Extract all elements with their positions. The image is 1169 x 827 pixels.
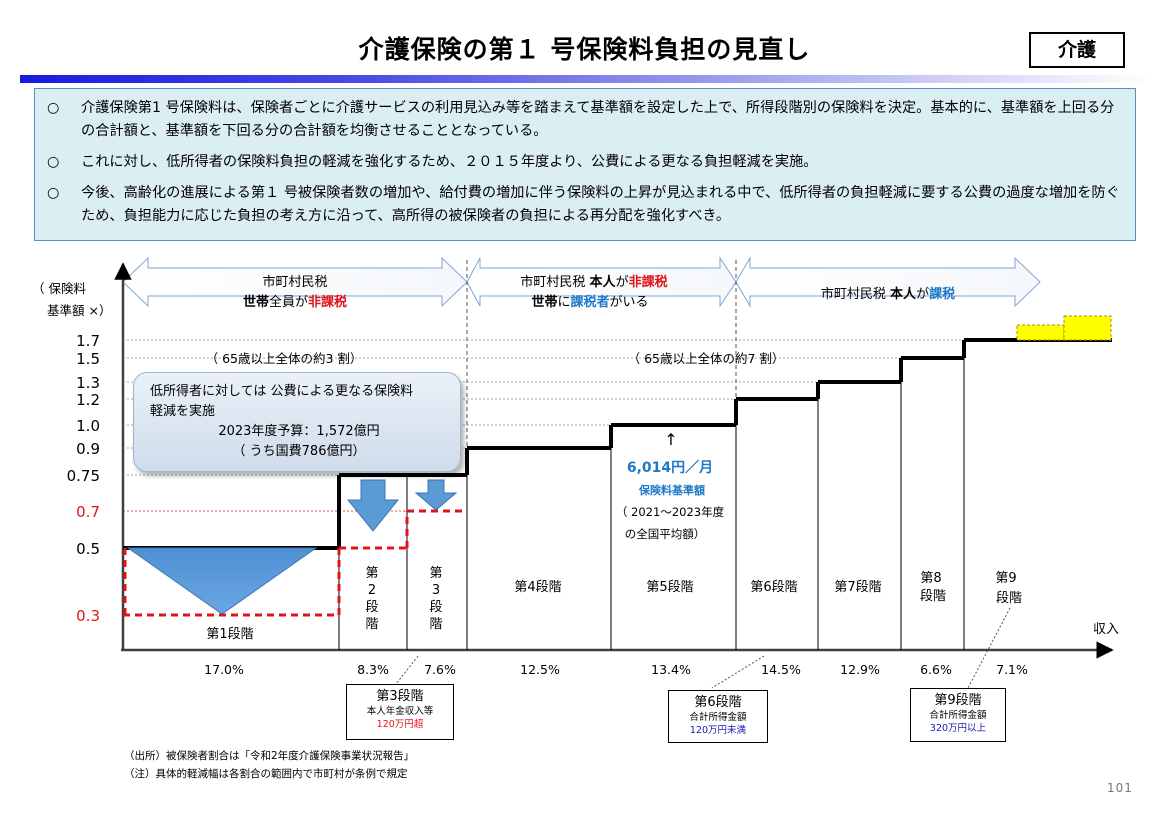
stage-label-9a: 第9 <box>995 571 1016 586</box>
page-title: 介護保険の第１ 号保険料負担の見直し <box>358 35 811 64</box>
share-4: 12.5% <box>520 662 560 677</box>
svg-text:2: 2 <box>368 583 376 598</box>
title-gradient-bar <box>20 75 1150 83</box>
svg-text:階: 階 <box>365 617 378 632</box>
svg-text:階: 階 <box>429 617 442 632</box>
y-tick-0: 1.7 <box>76 332 100 350</box>
stage-label-2: 第 2 段 階 <box>365 566 378 632</box>
summary-bullet-1: ○介護保険第1 号保険料は、保険者ごとに介護サービスの利用見込み等を踏まえて基準… <box>47 100 1115 139</box>
standard-period-2: の全国平均額） <box>625 527 706 541</box>
stage-columns <box>123 338 1112 650</box>
stage-label-3: 第 3 段 階 <box>429 566 442 632</box>
standard-arrow-icon: ↑ <box>664 430 677 449</box>
reduction-arrow-stage2 <box>346 479 400 532</box>
page-number: 101 <box>1107 781 1133 795</box>
standard-period-1: （ 2021～2023年度 <box>616 505 725 519</box>
y-tick-8: 0.5 <box>76 540 100 558</box>
share-1: 17.0% <box>204 662 244 677</box>
y-axis-label-1: （ 保険料 <box>32 281 86 296</box>
summary-box: ○介護保険第1 号保険料は、保険者ごとに介護サービスの利用見込み等を踏まえて基準… <box>34 88 1136 241</box>
group-2-line2: 世帯に課税者がいる <box>531 294 648 310</box>
summary-bullet-2: ○これに対し、低所得者の保険料負担の軽減を強化するため、２０１５年度より、公費に… <box>47 154 818 170</box>
share-8: 6.6% <box>920 662 952 677</box>
stage-label-4: 第4段階 <box>514 580 561 595</box>
y-tick-1: 1.5 <box>76 350 100 368</box>
subsidy-callout: 低所得者に対しては 公費による更なる保険料 軽減を実施 2023年度予算：1,5… <box>133 372 461 472</box>
summary-bullet-3: ○今後、高齢化の進展による第１ 号被保険者数の増加や、給付費の増加に伴う保険料の… <box>47 185 1120 224</box>
group-1-line1: 市町村民税 <box>262 274 327 290</box>
standard-label: 保険料基準額 <box>638 483 705 497</box>
info-box-stage9: 第9段階 合計所得金額 320万円以上 <box>910 688 1006 742</box>
stage-label-6: 第6段階 <box>750 580 797 595</box>
callout-line-4: （ うち国費786億円） <box>232 444 366 459</box>
share-9: 7.1% <box>996 662 1028 677</box>
reduction-arrow-stage3 <box>414 479 458 511</box>
group-1-line2: 世帯全員が非課税 <box>243 294 347 310</box>
svg-text:3: 3 <box>432 583 440 598</box>
stage-label-9b: 段階 <box>996 591 1022 606</box>
callout-line-2: 軽減を実施 <box>150 404 216 419</box>
y-tick-5: 0.9 <box>76 440 100 458</box>
share-row: 17.0% 8.3% 7.6% 12.5% 13.4% 14.5% 12.9% 6.6% 7.1… <box>204 662 1028 677</box>
stage-label-8b: 段階 <box>920 589 946 604</box>
x-axis-label: 収入 <box>1093 622 1119 637</box>
callout-line-1: 低所得者に対しては 公費による更なる保険料 <box>150 384 414 399</box>
callout-line-3: 2023年度予算：1,572億円 <box>218 424 380 439</box>
svg-text:第: 第 <box>365 566 378 581</box>
share-5: 13.4% <box>651 662 691 677</box>
svg-text:段: 段 <box>429 600 442 615</box>
stage-label-1: 第1段階 <box>206 627 253 642</box>
y-tick-3: 1.2 <box>76 391 100 409</box>
category-tag: 介護 <box>1029 32 1125 68</box>
svg-text:第: 第 <box>429 566 442 581</box>
y-tick-7: 0.7 <box>76 503 100 521</box>
high-income-highlight-1 <box>1016 324 1065 341</box>
y-tick-4: 1.0 <box>76 417 100 435</box>
group-band-3 <box>735 256 1041 308</box>
share-7: 12.9% <box>840 662 880 677</box>
standard-amount: 6,014円／月 <box>627 460 713 476</box>
share-6: 14.5% <box>761 662 801 677</box>
source-note: （出所）被保険者割合は「令和2年度介護保険事業状況報告」 <box>124 750 415 762</box>
svg-text:段: 段 <box>365 600 378 615</box>
y-tick-6: 0.75 <box>67 467 100 485</box>
share-note-high: （ 65歳以上全体の約7 割） <box>628 351 785 366</box>
info-box-stage3: 第3段階 本人年金収入等 120万円超 <box>346 684 454 740</box>
premium-stage-chart: 市町村民税 世帯全員が非課税 市町村民税 本人が非課税 世帯に課税者がいる 市町… <box>32 256 1119 689</box>
leader-line-stage9 <box>967 607 1011 689</box>
share-3: 7.6% <box>424 662 456 677</box>
y-axis-label-2: 基準額 ×） <box>47 303 111 318</box>
stage-label-8a: 第8 <box>920 571 941 586</box>
group-3-line1: 市町村民税 本人が課税 <box>821 286 955 302</box>
leader-line-stage6 <box>711 655 765 689</box>
footnote: （注）具体的軽減幅は各割合の範囲内で市町村が条例で規定 <box>124 768 408 780</box>
y-tick-layer: 1.71.5 1.31.2 1.0 0.9 0.75 0.7 0.5 0.3 <box>67 332 100 625</box>
share-2: 8.3% <box>357 662 389 677</box>
stage-label-5: 第5段階 <box>646 580 693 595</box>
info-box-stage6: 第6段階 合計所得金額 120万円未満 <box>668 690 768 743</box>
leader-line-stage3 <box>395 655 419 685</box>
stage-label-7: 第7段階 <box>834 580 881 595</box>
y-tick-2: 1.3 <box>76 374 100 392</box>
reduction-arrow-stage1 <box>126 547 318 615</box>
group-2-line1: 市町村民税 本人が非課税 <box>520 274 667 290</box>
high-income-highlight-2 <box>1063 315 1112 341</box>
y-tick-9: 0.3 <box>76 607 100 625</box>
share-note-low: （ 65歳以上全体の約3 割） <box>206 351 363 366</box>
